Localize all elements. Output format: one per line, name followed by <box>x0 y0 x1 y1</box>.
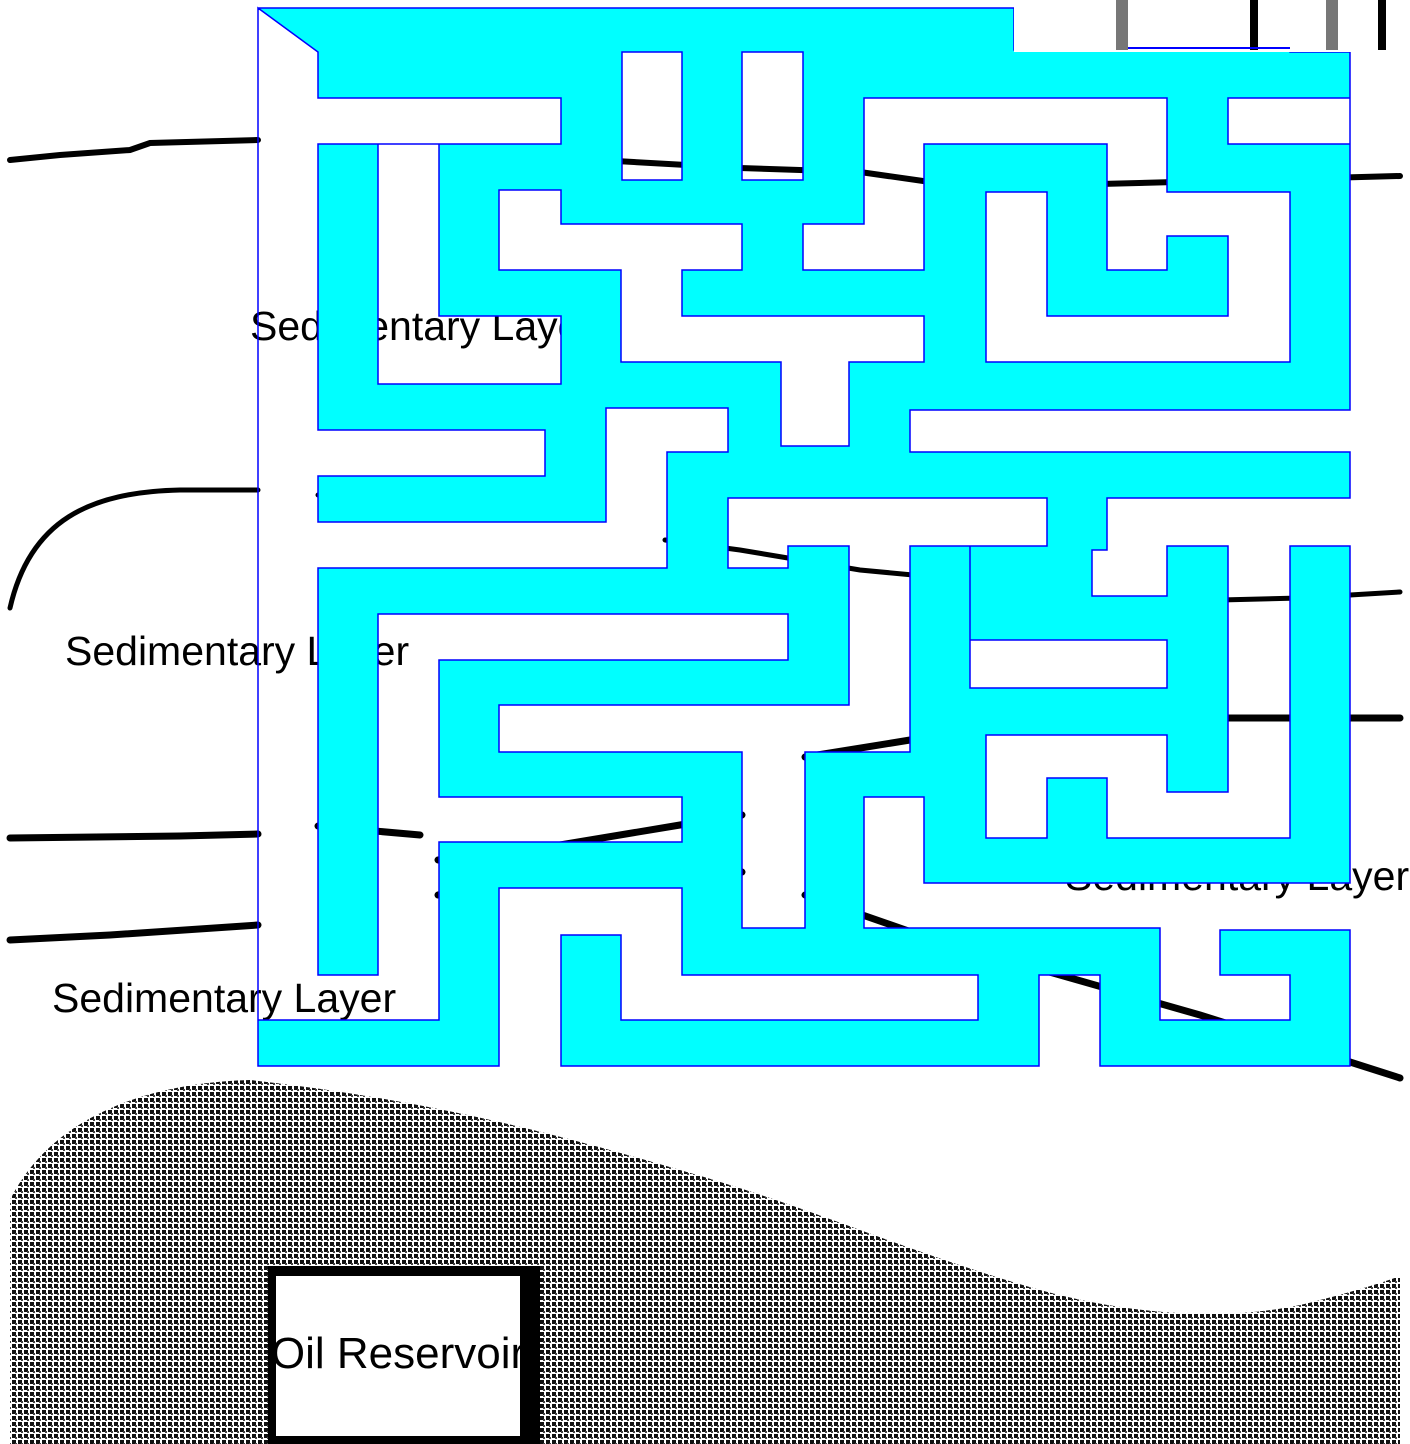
rig-leg-left <box>1116 0 1128 50</box>
oil-reservoir: Oil Reservoir <box>268 1266 540 1444</box>
maze[interactable] <box>258 8 1350 1066</box>
oil-rock-formation <box>10 1080 1400 1444</box>
layer-label-bottom: Sedimentary Layer <box>52 975 396 1021</box>
rig-shaft <box>1378 0 1386 50</box>
drilling-rig-icon <box>1014 0 1394 52</box>
rig-pipe <box>1250 0 1258 50</box>
rig-leg-right <box>1326 0 1338 50</box>
maze-walls[interactable] <box>258 8 1350 1066</box>
oil-reservoir-label: Oil Reservoir <box>271 1329 525 1378</box>
